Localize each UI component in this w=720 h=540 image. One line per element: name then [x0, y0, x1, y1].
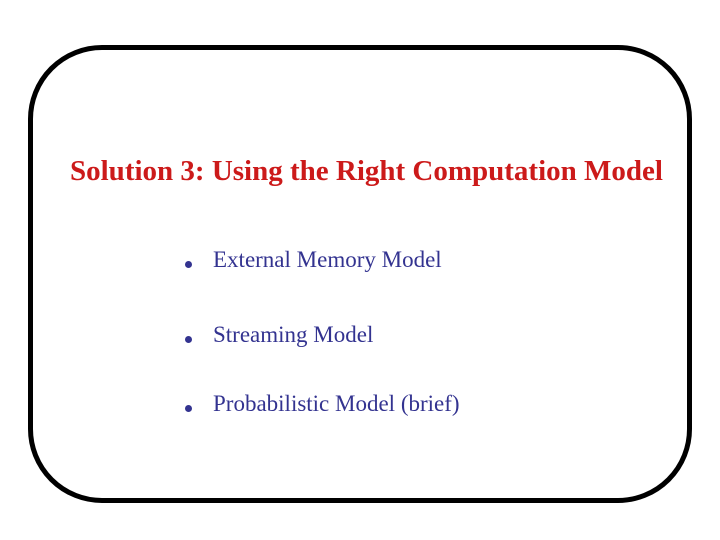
bullet-text: Streaming Model [213, 322, 374, 347]
bullet-item: Streaming Model [182, 322, 373, 348]
slide-title: Solution 3: Using the Right Computation … [70, 155, 663, 187]
bullet-item: External Memory Model [182, 247, 442, 273]
slide-rounded-frame [28, 45, 692, 503]
bullet-text: Probabilistic Model (brief) [213, 391, 460, 416]
bullet-dot-icon [185, 261, 192, 268]
bullet-dot-icon [185, 336, 192, 343]
bullet-dot-icon [185, 405, 192, 412]
bullet-item: Probabilistic Model (brief) [182, 391, 460, 417]
bullet-text: External Memory Model [213, 247, 442, 272]
